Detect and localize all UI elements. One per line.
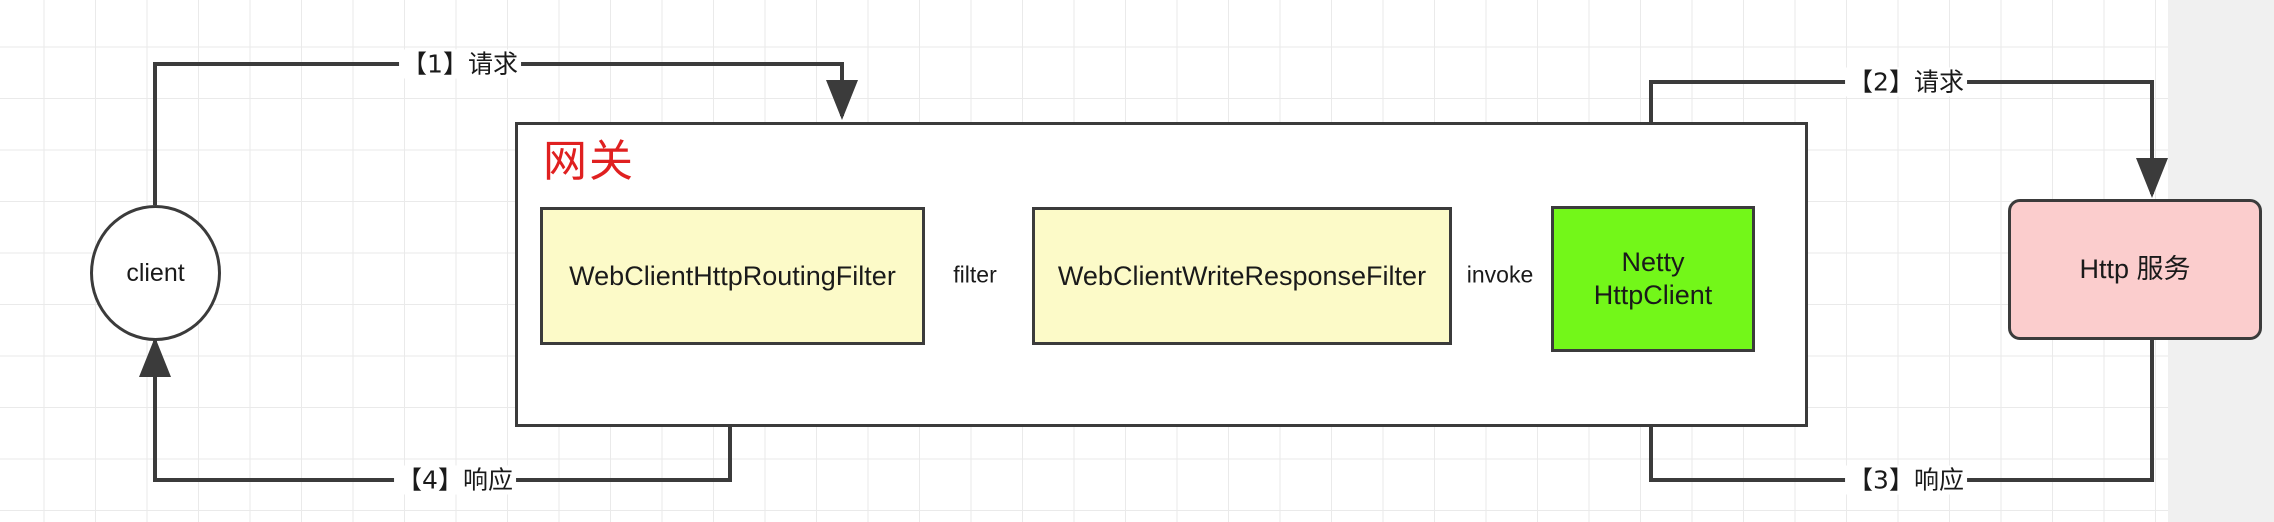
edge-label-response-4: 【4】响应 xyxy=(394,465,516,495)
edge-label-response-3: 【3】响应 xyxy=(1845,465,1967,495)
node-netty-http-client[interactable]: Netty HttpClient xyxy=(1551,206,1755,352)
node-netty-http-client-label-line1: Netty xyxy=(1621,247,1685,278)
node-webclient-write-response-filter-label: WebClientWriteResponseFilter xyxy=(1057,260,1427,291)
node-client[interactable]: client xyxy=(90,205,221,341)
edge-label-invoke: invoke xyxy=(1463,261,1537,289)
node-client-label: client xyxy=(126,258,185,287)
node-webclient-write-response-filter[interactable]: WebClientWriteResponseFilter xyxy=(1032,207,1452,345)
node-http-service[interactable]: Http 服务 xyxy=(2008,199,2262,340)
gateway-title: 网关 xyxy=(543,136,635,187)
node-http-service-label: Http 服务 xyxy=(2079,254,2191,285)
node-webclient-http-routing-filter[interactable]: WebClientHttpRoutingFilter xyxy=(540,207,925,345)
edge-label-filter: filter xyxy=(950,261,1000,289)
edge-label-request-1: 【1】请求 xyxy=(399,49,521,79)
node-webclient-http-routing-filter-label: WebClientHttpRoutingFilter xyxy=(569,260,896,291)
node-netty-http-client-label-line2: HttpClient xyxy=(1593,280,1713,310)
edge-label-request-2: 【2】请求 xyxy=(1845,67,1967,97)
